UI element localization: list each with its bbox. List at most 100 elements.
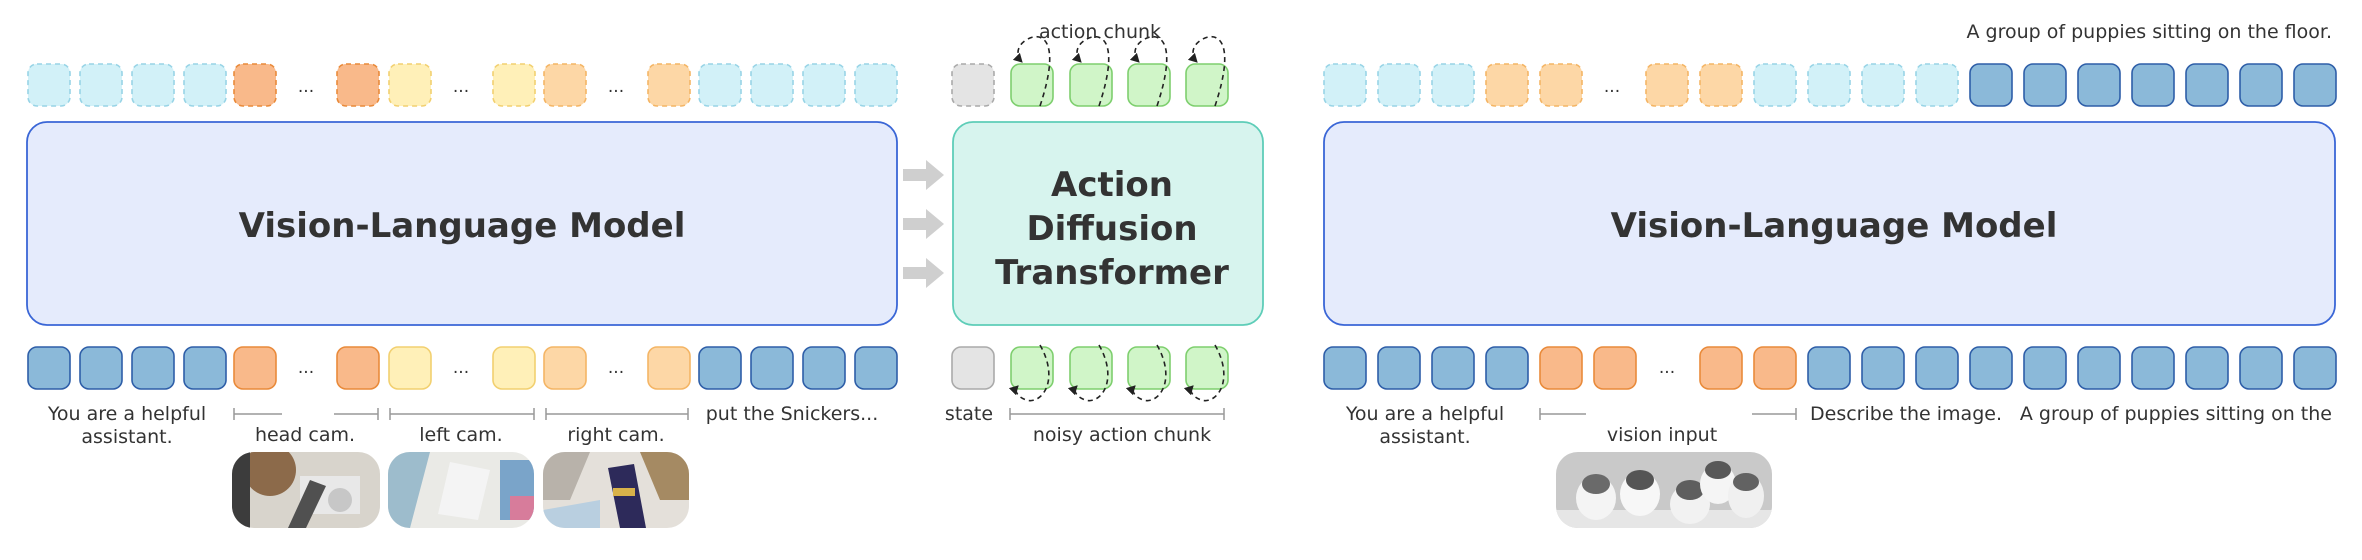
right-input-token-3 xyxy=(1485,346,1529,390)
right-input-token-15 xyxy=(2185,346,2229,390)
right-output-token-15 xyxy=(2185,63,2229,107)
adt-label-line-1: Action xyxy=(1051,165,1173,205)
right-input-token-13 xyxy=(2077,346,2121,390)
dots-left-bottom-1: ... xyxy=(298,358,314,378)
dots-left-top-3: ... xyxy=(608,77,624,97)
left-vlm-block xyxy=(26,121,898,326)
right-output-token-10 xyxy=(1915,63,1959,107)
right-output-token-16 xyxy=(2239,63,2283,107)
left-input-token-10 xyxy=(698,346,742,390)
action-chunk-loop-up-1 xyxy=(1071,35,1110,107)
left-output-token-5 xyxy=(336,63,380,107)
state-label: state xyxy=(945,403,993,425)
right-output-caption: A group of puppies sitting on the floor. xyxy=(1967,21,2333,43)
action-chunk-label: action chunk xyxy=(1039,21,1161,43)
right-input-token-10 xyxy=(1915,346,1959,390)
noisy-action-loop-1 xyxy=(1067,344,1109,402)
left-input-token-0 xyxy=(27,346,71,390)
right-output-token-4 xyxy=(1539,63,1583,107)
action-chunk-loop-up-2 xyxy=(1129,35,1168,107)
noisy-action-loop-2 xyxy=(1125,344,1167,402)
adt-label-line-2: Diffusion xyxy=(1026,209,1197,249)
noisy-action-loop-0 xyxy=(1008,344,1050,402)
action-chunk-loop-up-0 xyxy=(1012,35,1051,107)
right-output-token-row xyxy=(1323,63,2337,107)
dots-left-top-2: ... xyxy=(453,77,469,97)
right-system-prompt-line-1: You are a helpful xyxy=(1345,403,1504,425)
puppies-image xyxy=(1556,452,1772,528)
left-input-token-row xyxy=(27,346,898,390)
right-input-token-4 xyxy=(1539,346,1583,390)
right-input-token-row xyxy=(1323,346,2337,390)
right-input-token-16 xyxy=(2239,346,2283,390)
right-instruction-label: Describe the image. xyxy=(1810,403,2002,425)
left-input-token-7 xyxy=(492,346,536,390)
right-input-token-0 xyxy=(1323,346,1367,390)
right-output-token-5 xyxy=(1645,63,1689,107)
left-output-token-row xyxy=(27,63,898,107)
right-input-token-17 xyxy=(2293,346,2337,390)
action-chunk-loop-up-3 xyxy=(1187,35,1226,107)
right-input-token-14 xyxy=(2131,346,2175,390)
right-output-token-13 xyxy=(2077,63,2121,107)
action-diffusion-transformer-block xyxy=(952,121,1264,326)
noisy-action-token-1 xyxy=(1010,346,1054,390)
left-input-token-9 xyxy=(647,346,691,390)
left-input-token-1 xyxy=(79,346,123,390)
noisy-action-token-row xyxy=(951,346,1229,390)
right-caption-input-label: A group of puppies sitting on the xyxy=(2020,403,2332,425)
left-input-token-8 xyxy=(543,346,587,390)
noisy-action-loop-3 xyxy=(1183,344,1225,402)
right-input-token-11 xyxy=(1969,346,2013,390)
dots-right-bottom: ... xyxy=(1659,358,1675,378)
left-output-token-9 xyxy=(647,63,691,107)
right-cam-image xyxy=(543,452,689,528)
right-output-token-3 xyxy=(1485,63,1529,107)
dots-left-top-1: ... xyxy=(298,77,314,97)
right-output-token-14 xyxy=(2131,63,2175,107)
vlm-to-adt-arrows xyxy=(903,160,944,288)
left-output-token-3 xyxy=(183,63,227,107)
left-cam-image xyxy=(388,452,534,528)
left-system-prompt-line-2: assistant. xyxy=(81,426,172,448)
noisy-action-token-0 xyxy=(951,346,995,390)
left-output-token-12 xyxy=(802,63,846,107)
left-input-token-2 xyxy=(131,346,175,390)
right-vlm-label: Vision-Language Model xyxy=(1611,206,2058,246)
head-cam-label: head cam. xyxy=(255,424,355,446)
left-output-token-10 xyxy=(698,63,742,107)
action-chunk-dashed-arrows xyxy=(1008,35,1226,402)
left-output-token-4 xyxy=(233,63,277,107)
left-system-prompt-line-1: You are a helpful xyxy=(47,403,206,425)
head-cam-image xyxy=(232,452,380,528)
right-output-token-11 xyxy=(1969,63,2013,107)
left-vlm-label: Vision-Language Model xyxy=(239,206,686,246)
right-output-token-7 xyxy=(1753,63,1797,107)
left-output-token-11 xyxy=(750,63,794,107)
right-system-prompt-line-2: assistant. xyxy=(1379,426,1470,448)
left-output-token-1 xyxy=(79,63,123,107)
left-output-token-7 xyxy=(492,63,536,107)
right-output-token-9 xyxy=(1861,63,1905,107)
left-input-token-4 xyxy=(233,346,277,390)
right-input-token-1 xyxy=(1377,346,1421,390)
right-input-token-8 xyxy=(1807,346,1851,390)
right-output-token-8 xyxy=(1807,63,1851,107)
right-output-token-12 xyxy=(2023,63,2067,107)
left-input-token-12 xyxy=(802,346,846,390)
left-input-token-6 xyxy=(388,346,432,390)
action-chunk-token-0 xyxy=(951,63,995,107)
right-input-token-5 xyxy=(1593,346,1637,390)
left-output-token-6 xyxy=(388,63,432,107)
right-output-token-0 xyxy=(1323,63,1367,107)
dots-left-bottom-3: ... xyxy=(608,358,624,378)
dots-right-top: ... xyxy=(1604,77,1620,97)
left-input-token-5 xyxy=(336,346,380,390)
left-instruction-label: put the Snickers... xyxy=(706,403,878,425)
right-cam-label: right cam. xyxy=(567,424,664,446)
right-vlm-block xyxy=(1323,121,2336,326)
noisy-action-chunk-label: noisy action chunk xyxy=(1033,424,1211,446)
left-input-token-13 xyxy=(854,346,898,390)
vision-input-label: vision input xyxy=(1607,424,1717,446)
right-input-token-2 xyxy=(1431,346,1475,390)
